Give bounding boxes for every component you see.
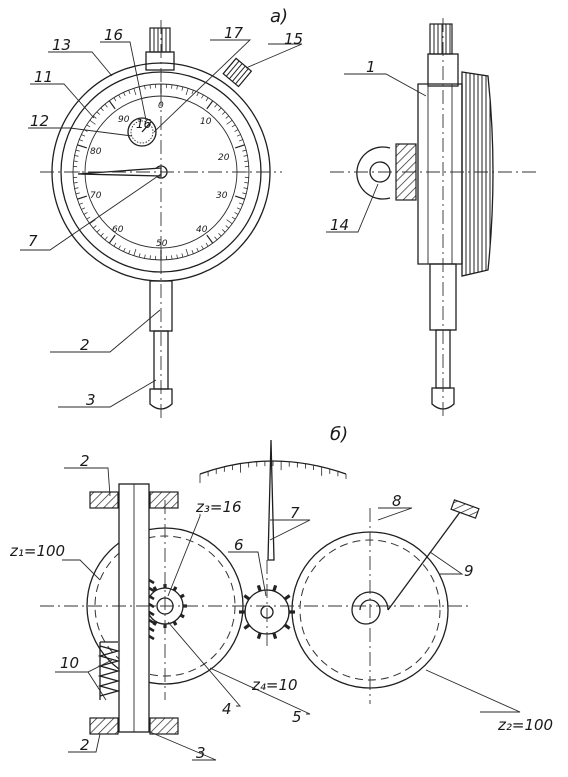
label-2-bottom: 2 xyxy=(80,736,90,754)
mounting-ear xyxy=(356,146,391,200)
label-1: 1 xyxy=(366,58,376,76)
return-spring xyxy=(97,645,121,697)
side-stem-cap xyxy=(429,23,453,55)
label-15: 15 xyxy=(284,30,303,48)
side-bezel-knurl xyxy=(461,71,494,277)
label-11: 11 xyxy=(34,68,53,86)
label-13: 13 xyxy=(52,36,71,54)
gear-train-view xyxy=(40,439,521,761)
dial-num-60: 60 xyxy=(112,225,124,235)
front-view: 0 10 20 30 40 50 60 70 80 90 xyxy=(20,20,303,420)
guide-top-right xyxy=(149,491,179,509)
dial-num-90: 90 xyxy=(118,115,130,125)
label-2-top: 2 xyxy=(80,452,90,470)
label-z2: z₂=100 xyxy=(497,716,553,734)
label-5: 5 xyxy=(292,708,302,726)
dial-numbers: 0 10 20 30 40 50 60 70 80 90 xyxy=(90,101,230,249)
label-10: 10 xyxy=(60,654,79,672)
label-z4: z₄=10 xyxy=(251,676,298,694)
scale-arc-ticks xyxy=(199,461,347,483)
side-body xyxy=(417,83,463,265)
label-7a: 7 xyxy=(28,232,38,250)
side-tip xyxy=(431,387,455,410)
guide-top-left xyxy=(89,491,119,509)
label-16: 16 xyxy=(104,26,123,44)
dial-num-20: 20 xyxy=(218,153,230,163)
label-3b: 3 xyxy=(196,744,206,762)
rack-teeth xyxy=(148,578,155,641)
gear-pointer xyxy=(267,439,275,561)
stem-collar xyxy=(145,51,175,71)
hair-spring-anchor xyxy=(450,499,480,519)
stem-cap xyxy=(149,27,171,53)
label-z3: z₃=16 xyxy=(195,498,242,516)
label-2a: 2 xyxy=(80,336,90,354)
label-12: 12 xyxy=(30,112,49,130)
label-17: 17 xyxy=(224,24,244,42)
panel-b-label: б) xyxy=(330,424,348,445)
dial-ticks xyxy=(73,84,249,260)
counter-dial-ticks xyxy=(130,120,154,144)
counter-pointer xyxy=(141,121,152,133)
label-6: 6 xyxy=(234,536,244,554)
hair-spring xyxy=(351,591,389,625)
dial-num-80: 80 xyxy=(90,147,102,157)
label-9: 9 xyxy=(464,562,474,580)
leaders-b xyxy=(55,467,521,761)
side-view xyxy=(326,18,540,420)
scale-arc xyxy=(199,460,347,475)
panel-a-label: а) xyxy=(270,6,288,27)
counter-mark-16: 16 xyxy=(136,117,152,131)
dial-num-30: 30 xyxy=(216,191,228,201)
measuring-tip xyxy=(149,388,173,410)
dial-num-40: 40 xyxy=(196,225,208,235)
labels: а) б) 13 16 17 15 11 12 7 2 3 1 14 16 2 … xyxy=(9,6,553,762)
label-3a: 3 xyxy=(86,391,96,409)
dial-num-50: 50 xyxy=(156,239,168,249)
guide-bottom-left xyxy=(89,717,119,735)
label-4: 4 xyxy=(222,700,232,718)
side-lower-sleeve xyxy=(429,263,457,331)
label-8: 8 xyxy=(392,492,402,510)
guide-bottom-right xyxy=(149,717,179,735)
dial-num-10: 10 xyxy=(200,117,212,127)
leaders-a xyxy=(20,39,303,408)
limit-knob xyxy=(222,57,253,88)
label-z1: z₁=100 xyxy=(9,542,65,560)
dial-num-70: 70 xyxy=(90,191,102,201)
label-7b: 7 xyxy=(290,504,300,522)
label-14: 14 xyxy=(330,216,349,234)
counter-dial xyxy=(127,117,157,147)
gear-z4-teeth xyxy=(239,584,295,640)
